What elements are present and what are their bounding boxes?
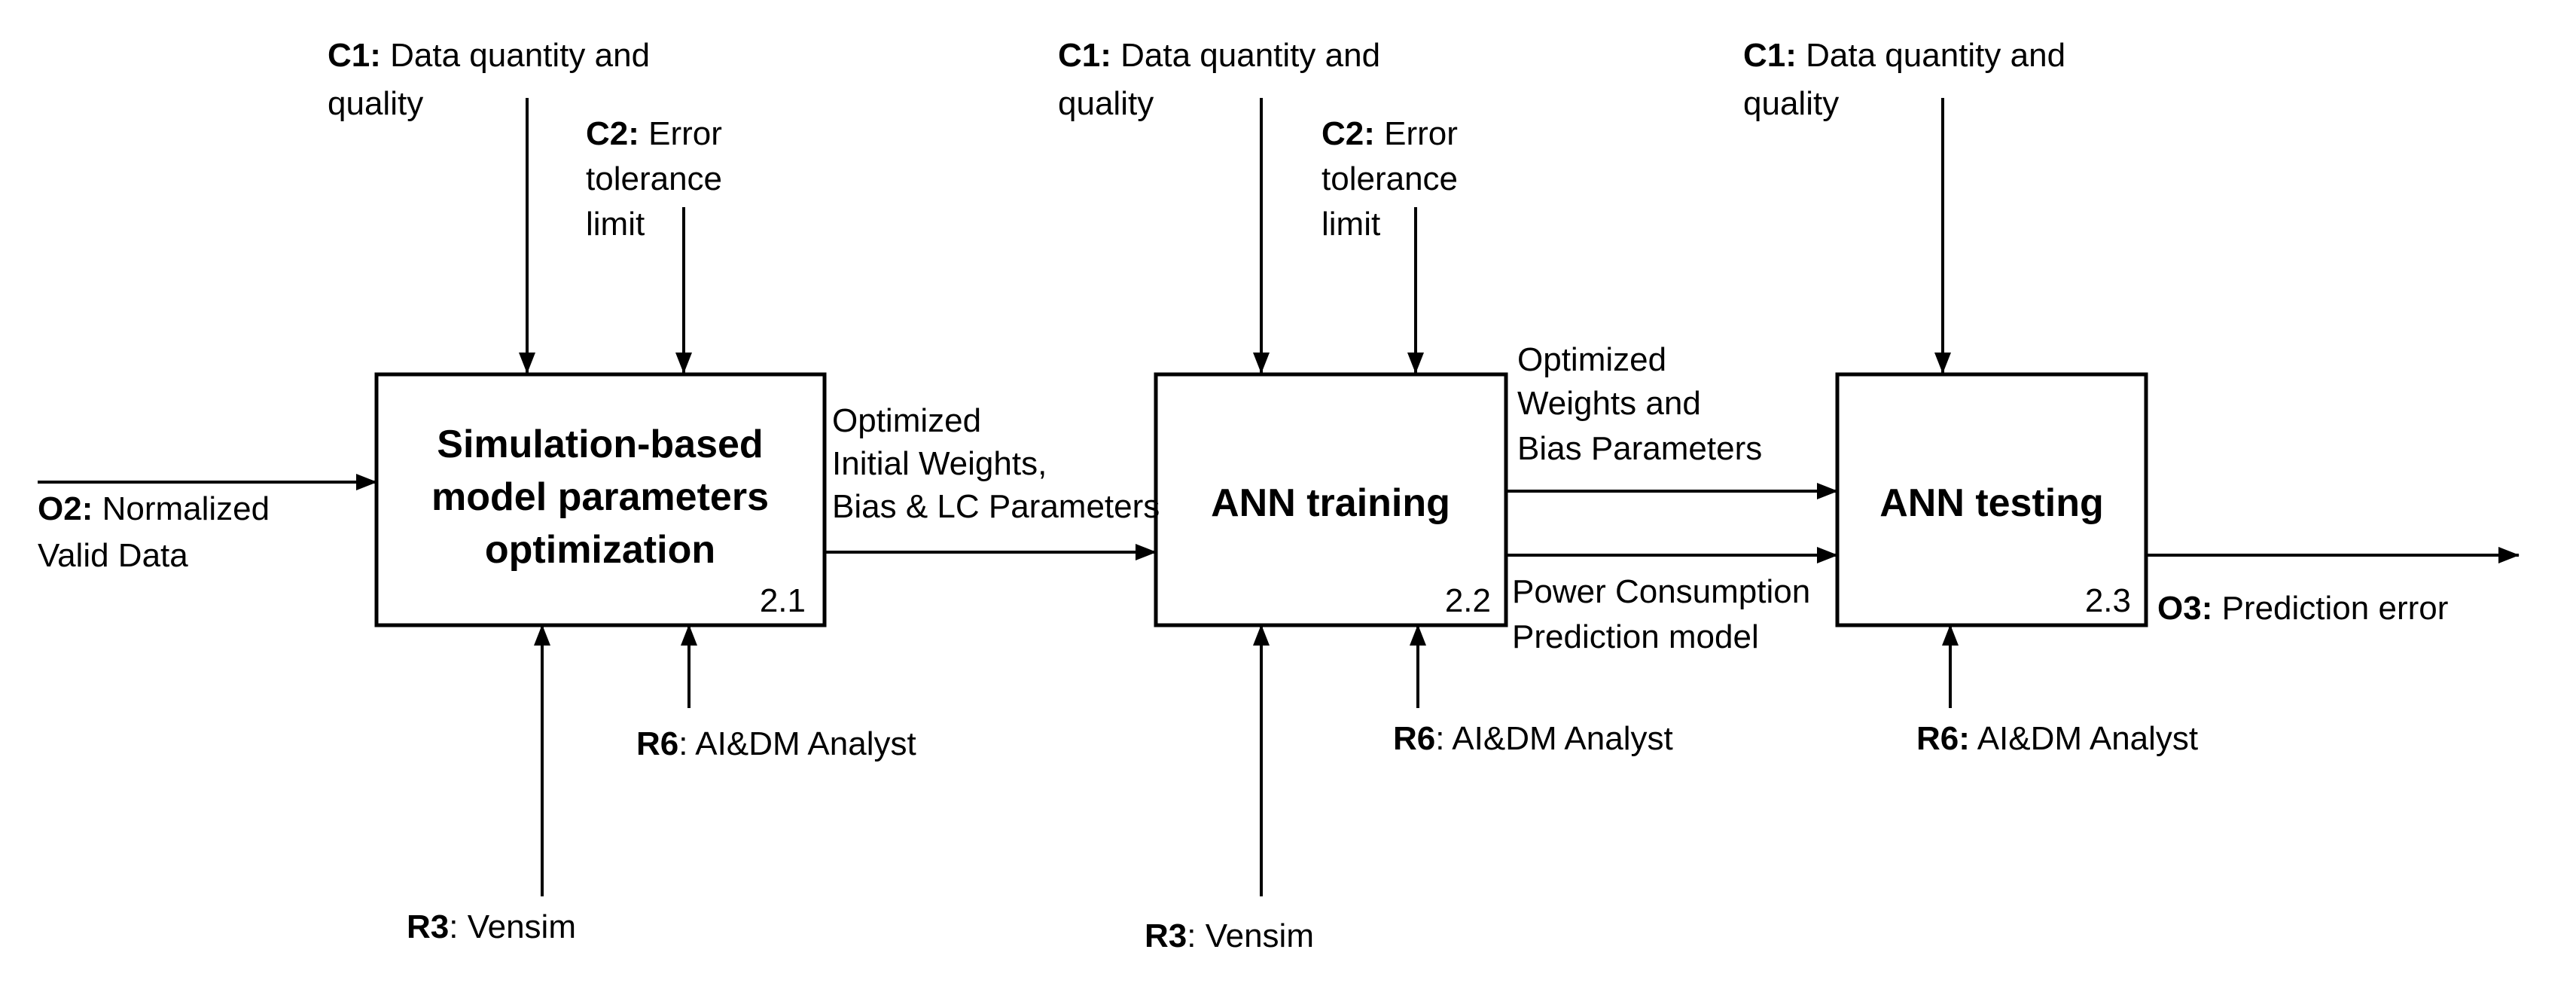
box-number: 2.1 (760, 582, 806, 619)
box-title: ANN training (1211, 481, 1450, 525)
label-out-box2-model-line2: Prediction model (1512, 618, 1759, 655)
label-r6-box2: R6: AI&DM Analyst (1393, 720, 1673, 757)
box-title: optimization (485, 528, 715, 572)
label-c1-box3: C1: Data quantity and (1743, 37, 2065, 74)
label-out-box2-weights: Optimized (1517, 341, 1666, 378)
label-out-box2-weights-line2: Weights and (1517, 385, 1701, 422)
label-out-box1-line2: Initial Weights, (832, 445, 1047, 482)
label-c2-box1-line2: tolerance (586, 160, 722, 197)
label-output-o3: O3: Prediction error (2157, 590, 2448, 627)
box-number: 2.3 (2085, 582, 2131, 619)
label-r6-box1: R6: AI&DM Analyst (636, 725, 916, 762)
label-input-o2: O2: Normalized (38, 490, 270, 527)
label-c1-box2: C1: Data quantity and (1058, 37, 1380, 74)
label-out-box2-weights-line3: Bias Parameters (1517, 430, 1762, 467)
label-input-o2-line2: Valid Data (38, 537, 188, 574)
label-out-box1: Optimized (832, 402, 981, 439)
label-r3-box1: R3: Vensim (407, 908, 576, 945)
process-box-2-2: ANN training 2.2 (1154, 372, 1508, 627)
box-title: model parameters (431, 475, 769, 519)
label-c2-box1-line3: limit (586, 206, 645, 243)
process-box-2-3: ANN testing 2.3 (1835, 372, 2148, 627)
label-c1-box1: C1: Data quantity and (328, 37, 650, 74)
process-box-2-1: Simulation-based model parameters optimi… (374, 372, 827, 627)
label-c2-box1: C2: Error (586, 115, 722, 152)
label-c2-box2-line3: limit (1322, 206, 1380, 243)
label-out-box2-model: Power Consumption (1512, 573, 1810, 610)
label-c1-box2-line2: quality (1058, 85, 1154, 122)
label-c2-box2-line2: tolerance (1322, 160, 1458, 197)
box-number: 2.2 (1445, 582, 1491, 619)
box-title: ANN testing (1879, 481, 2104, 525)
label-r3-box2: R3: Vensim (1145, 917, 1314, 954)
box-title: Simulation-based (437, 423, 763, 466)
label-c2-box2: C2: Error (1322, 115, 1458, 152)
label-c1-box3-line2: quality (1743, 85, 1839, 122)
label-out-box1-line3: Bias & LC Parameters (832, 488, 1160, 525)
label-c1-box1-line2: quality (328, 85, 423, 122)
label-r6-box3: R6: AI&DM Analyst (1916, 720, 2198, 757)
